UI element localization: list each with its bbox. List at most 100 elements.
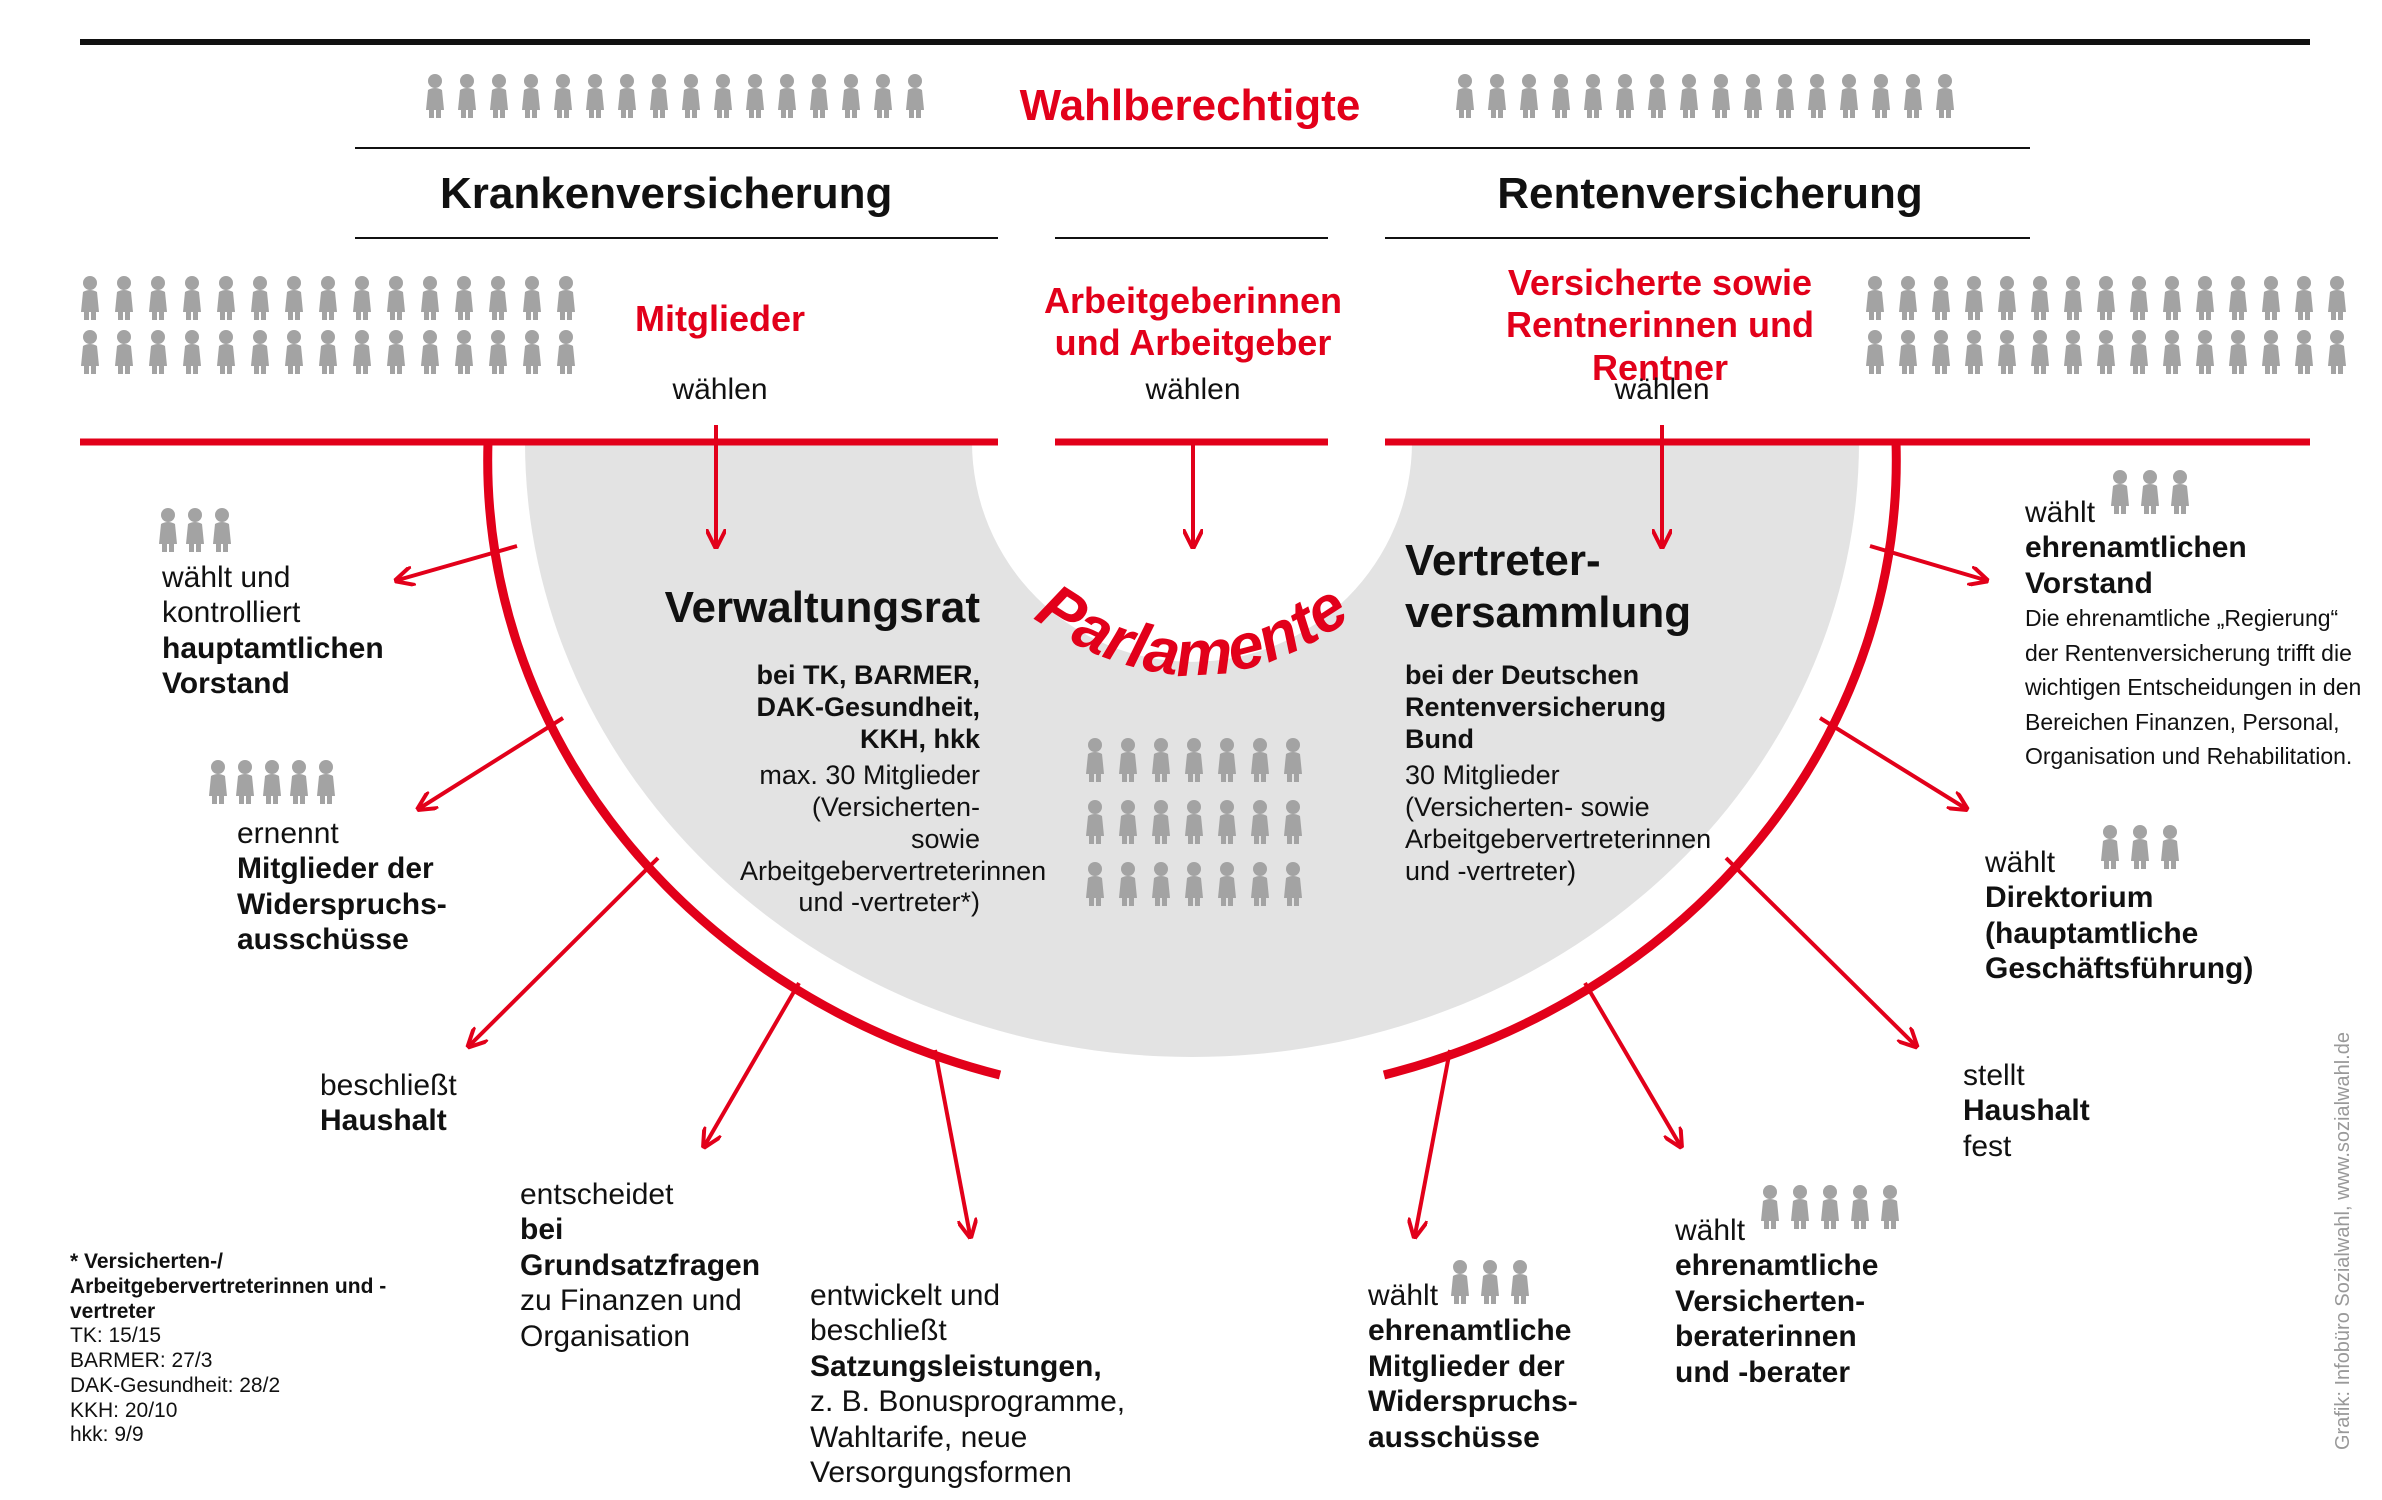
elect-label-1: wählen bbox=[672, 373, 768, 406]
person-icon bbox=[1520, 74, 1538, 118]
person-icon bbox=[778, 74, 796, 118]
person-icon bbox=[1932, 276, 1950, 320]
person-icon bbox=[2295, 276, 2313, 320]
credit-label: Grafik: Infobüro Sozialwahl, www.sozialw… bbox=[2332, 1032, 2354, 1450]
person-icon bbox=[2262, 276, 2280, 320]
person-icon bbox=[1584, 74, 1602, 118]
vertreterversammlung-sub: bei der Deutschen Rentenversicherung Bun… bbox=[1405, 660, 1667, 754]
person-icon bbox=[489, 330, 507, 374]
right-item-4-bold: ehrenamtliche Versicherten-beraterinnen … bbox=[1675, 1249, 1879, 1389]
left-item-5: entwickelt und beschließt Satzungsleistu… bbox=[810, 1278, 1130, 1490]
elect-label-2: wählen bbox=[1145, 373, 1241, 406]
right-item-5: wählt ehrenamtliche Mitglieder der Wider… bbox=[1368, 1278, 1588, 1455]
person-icon bbox=[183, 330, 201, 374]
person-icon bbox=[523, 330, 541, 374]
person-icon bbox=[586, 74, 604, 118]
person-icon bbox=[217, 330, 235, 374]
left-item-4-pre: entscheidet bbox=[520, 1178, 674, 1211]
person-icon bbox=[285, 330, 303, 374]
person-icon bbox=[1899, 276, 1917, 320]
right-item-1-bold: ehrenamtlichen Vorstand bbox=[2025, 531, 2247, 600]
footnote: * Versicherten-/ Arbeitgebervertreterinn… bbox=[70, 1250, 390, 1448]
right-item-4: wählt ehrenamtliche Versicherten-berater… bbox=[1675, 1213, 1879, 1390]
person-icon bbox=[1998, 276, 2016, 320]
left-arc bbox=[483, 441, 1002, 1080]
person-icon bbox=[115, 330, 133, 374]
right-item-5-bold: ehrenamtliche Mitglieder der Widerspruch… bbox=[1368, 1314, 1578, 1454]
person-icon bbox=[2295, 330, 2313, 374]
person-icon bbox=[2196, 276, 2214, 320]
person-icon bbox=[1872, 74, 1890, 118]
vertreterversammlung-title: Vertreter-versammlung bbox=[1405, 536, 1692, 637]
person-icon bbox=[81, 276, 99, 320]
right-item-4-pre: wählt bbox=[1675, 1214, 1746, 1247]
right-arc bbox=[1382, 441, 1901, 1080]
left-item-1-pre: wählt und kontrolliert bbox=[162, 561, 301, 630]
left-item-2-bold: Mitglieder der Widerspruchs-ausschüsse bbox=[237, 852, 447, 957]
verwaltungsrat-desc: max. 30 Mitglieder (Versicherten- sowie … bbox=[740, 760, 1047, 918]
person-icon bbox=[1744, 74, 1762, 118]
person-icon bbox=[426, 74, 444, 118]
footnote-line: TK: 15/15 bbox=[70, 1324, 162, 1348]
person-icon bbox=[1932, 330, 1950, 374]
footnote-line: DAK-Gesundheit: 28/2 bbox=[70, 1373, 281, 1397]
elect-label-3: wählen bbox=[1614, 373, 1710, 406]
person-icon bbox=[2262, 330, 2280, 374]
person-icon bbox=[2097, 276, 2115, 320]
person-icon bbox=[186, 508, 204, 552]
person-icon bbox=[1904, 74, 1922, 118]
person-icon bbox=[1808, 74, 1826, 118]
person-icon bbox=[2163, 276, 2181, 320]
person-icon bbox=[2064, 330, 2082, 374]
person-icon bbox=[213, 508, 231, 552]
person-icon bbox=[458, 74, 476, 118]
person-icon bbox=[1866, 330, 1884, 374]
person-icon bbox=[217, 276, 235, 320]
person-icon bbox=[149, 276, 167, 320]
right-item-2-bold: Direktorium (hauptamtliche Geschäftsführ… bbox=[1985, 881, 2254, 986]
person-icon bbox=[489, 276, 507, 320]
person-icon bbox=[1936, 74, 1954, 118]
left-item-5-pre: entwickelt und beschließt bbox=[810, 1279, 1001, 1348]
right-item-3-post: fest bbox=[1963, 1129, 2012, 1163]
person-icon bbox=[183, 276, 201, 320]
right-item-1-pre: wählt bbox=[2025, 496, 2096, 529]
person-icon bbox=[251, 276, 269, 320]
left-item-1-bold: hauptamtlichen Vorstand bbox=[162, 631, 384, 701]
footnote-title: * Versicherten-/ Arbeitgebervertreterinn… bbox=[70, 1250, 387, 1323]
person-icon bbox=[319, 276, 337, 320]
group-members: Mitglieder bbox=[634, 298, 805, 339]
person-icon bbox=[2163, 330, 2181, 374]
person-icon bbox=[2328, 276, 2346, 320]
verwaltungsrat-sub: bei TK, BARMER, DAK-Gesundheit, KKH, hkk bbox=[756, 660, 980, 754]
branch-right-title: Rentenversicherung bbox=[1497, 169, 1923, 218]
right-item-2: wählt Direktorium (hauptamtliche Geschäf… bbox=[1985, 845, 2285, 987]
person-icon bbox=[1680, 74, 1698, 118]
person-icon bbox=[2196, 330, 2214, 374]
left-item-2: ernennt Mitglieder der Widerspruchs-auss… bbox=[237, 816, 447, 958]
person-icon bbox=[1840, 74, 1858, 118]
right-item-3-bold: Haushalt bbox=[1963, 1094, 2090, 1128]
person-icon bbox=[1866, 276, 1884, 320]
person-icon bbox=[290, 760, 308, 804]
left-item-3-pre: beschließt bbox=[320, 1069, 457, 1102]
verwaltungsrat-title: Verwaltungsrat bbox=[664, 583, 980, 632]
person-icon bbox=[317, 760, 335, 804]
footnote-line: KKH: 20/10 bbox=[70, 1398, 178, 1422]
person-icon bbox=[2229, 330, 2247, 374]
person-icon bbox=[2130, 330, 2148, 374]
person-icon bbox=[714, 74, 732, 118]
right-item-1-post: Die ehrenamtliche „Regierung“ der Renten… bbox=[2025, 605, 2362, 770]
branch-left-title: Krankenversicherung bbox=[440, 169, 893, 218]
person-icon bbox=[421, 330, 439, 374]
right-item-3: stellt Haushalt fest bbox=[1963, 1058, 2163, 1164]
right-item-5-pre: wählt bbox=[1368, 1279, 1439, 1312]
person-icon bbox=[1648, 74, 1666, 118]
person-icon bbox=[2097, 330, 2115, 374]
person-icon bbox=[682, 74, 700, 118]
person-icon bbox=[1712, 74, 1730, 118]
left-item-5-post: z. B. Bonusprogramme, Wahltarife, neue V… bbox=[810, 1385, 1126, 1489]
person-icon bbox=[1899, 330, 1917, 374]
left-item-4-bold: bei Grundsatzfragen bbox=[520, 1213, 761, 1282]
footnote-line: BARMER: 27/3 bbox=[70, 1349, 213, 1373]
